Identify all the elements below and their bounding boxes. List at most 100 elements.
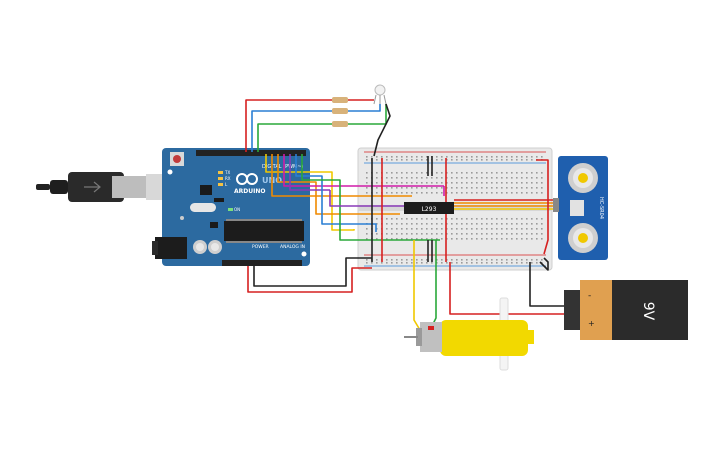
- breadboard-hole: [441, 259, 443, 261]
- breadboard-hole: [366, 159, 368, 161]
- breadboard-hole: [436, 238, 438, 240]
- breadboard-hole: [441, 192, 443, 194]
- breadboard-hole: [401, 192, 403, 194]
- breadboard-hole: [441, 238, 443, 240]
- reset-button[interactable]: [173, 155, 181, 163]
- breadboard-hole: [476, 228, 478, 230]
- breadboard-hole: [421, 192, 423, 194]
- breadboard-hole: [506, 182, 508, 184]
- breadboard-hole: [391, 223, 393, 225]
- breadboard-hole: [386, 177, 388, 179]
- breadboard-hole: [536, 187, 538, 189]
- breadboard-hole: [511, 187, 513, 189]
- breadboard-hole: [496, 187, 498, 189]
- breadboard-hole: [536, 238, 538, 240]
- breadboard-hole: [371, 156, 373, 158]
- breadboard-hole: [366, 228, 368, 230]
- on-label: ON: [234, 207, 240, 212]
- breadboard-hole: [396, 223, 398, 225]
- usb-cable: [36, 172, 166, 202]
- breadboard-hole: [421, 187, 423, 189]
- breadboard-hole: [486, 159, 488, 161]
- breadboard-hole: [376, 192, 378, 194]
- breadboard-hole: [476, 159, 478, 161]
- wire-yellow: [265, 154, 355, 231]
- breadboard-hole: [476, 172, 478, 174]
- breadboard-hole: [451, 159, 453, 161]
- breadboard-hole: [511, 223, 513, 225]
- breadboard-hole: [406, 192, 408, 194]
- breadboard-hole: [491, 228, 493, 230]
- breadboard-hole: [501, 259, 503, 261]
- breadboard-hole: [466, 159, 468, 161]
- breadboard-hole: [421, 218, 423, 220]
- breadboard-hole: [501, 223, 503, 225]
- breadboard-hole: [511, 177, 513, 179]
- breadboard-hole: [416, 262, 418, 264]
- breadboard-hole: [526, 233, 528, 235]
- breadboard-hole: [496, 233, 498, 235]
- breadboard-hole: [481, 156, 483, 158]
- breadboard-hole: [406, 182, 408, 184]
- breadboard-hole: [481, 228, 483, 230]
- breadboard-hole: [486, 223, 488, 225]
- breadboard-hole: [521, 159, 523, 161]
- breadboard-hole: [406, 238, 408, 240]
- breadboard-hole: [476, 233, 478, 235]
- breadboard-hole: [441, 228, 443, 230]
- breadboard-hole: [366, 182, 368, 184]
- breadboard-hole: [491, 238, 493, 240]
- breadboard-hole: [506, 156, 508, 158]
- battery-minus: -: [588, 291, 591, 301]
- breadboard-hole: [436, 159, 438, 161]
- breadboard-hole: [401, 187, 403, 189]
- breadboard-hole: [416, 228, 418, 230]
- breadboard-hole: [526, 156, 528, 158]
- breadboard-hole: [366, 177, 368, 179]
- breadboard-hole: [406, 177, 408, 179]
- battery-9v: - + 9V: [564, 280, 688, 340]
- breadboard-hole: [491, 259, 493, 261]
- breadboard-hole: [481, 223, 483, 225]
- breadboard-hole: [541, 228, 543, 230]
- breadboard-hole: [401, 223, 403, 225]
- breadboard-hole: [511, 192, 513, 194]
- breadboard-hole: [461, 177, 463, 179]
- breadboard-hole: [526, 259, 528, 261]
- breadboard-hole: [396, 259, 398, 261]
- breadboard-hole: [541, 192, 543, 194]
- breadboard-hole: [451, 156, 453, 158]
- breadboard-hole: [541, 259, 543, 261]
- breadboard-hole: [531, 218, 533, 220]
- breadboard-hole: [401, 172, 403, 174]
- breadboard-hole: [391, 172, 393, 174]
- breadboard-hole: [501, 172, 503, 174]
- breadboard-hole: [526, 238, 528, 240]
- breadboard-hole: [481, 172, 483, 174]
- breadboard-hole: [486, 187, 488, 189]
- breadboard-hole: [491, 187, 493, 189]
- breadboard-hole: [541, 187, 543, 189]
- breadboard-hole: [456, 156, 458, 158]
- breadboard-hole: [521, 156, 523, 158]
- breadboard-hole: [436, 172, 438, 174]
- breadboard-hole: [511, 156, 513, 158]
- breadboard-hole: [526, 187, 528, 189]
- breadboard-hole: [386, 223, 388, 225]
- breadboard-hole: [501, 156, 503, 158]
- breadboard-hole: [441, 187, 443, 189]
- resistor-icon: [332, 108, 348, 114]
- breadboard-hole: [386, 262, 388, 264]
- breadboard-hole: [406, 159, 408, 161]
- breadboard-hole: [421, 233, 423, 235]
- power-label: POWER: [252, 244, 269, 250]
- resistor-icon: [332, 121, 348, 127]
- breadboard-hole: [511, 159, 513, 161]
- breadboard-hole: [391, 238, 393, 240]
- breadboard-hole: [396, 218, 398, 220]
- breadboard-hole: [401, 228, 403, 230]
- breadboard-hole: [471, 159, 473, 161]
- breadboard-hole: [391, 159, 393, 161]
- breadboard-hole: [486, 218, 488, 220]
- breadboard-hole: [501, 192, 503, 194]
